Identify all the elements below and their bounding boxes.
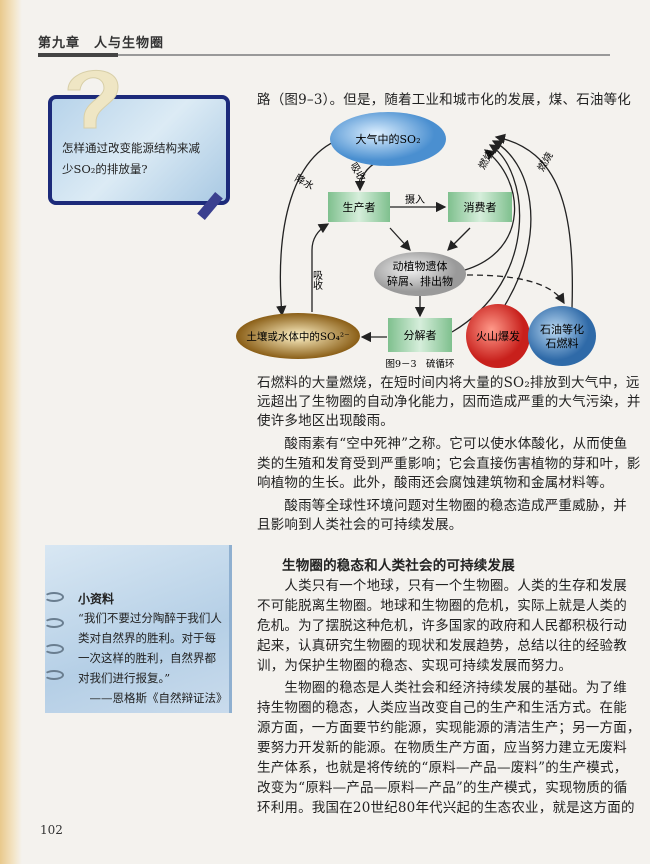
arrow-remains-fossil xyxy=(466,274,565,305)
label-soil: 土壤或水体中的SO₄²⁻ xyxy=(246,330,349,343)
question-text: 怎样通过改变能源结构来减 少SO₂的排放量? xyxy=(62,138,222,180)
body-line: 起来，认真研究生物圈的现状和发展趋势，总结以往的经验教 xyxy=(257,638,627,654)
label-absorb-bottom: 吸收 xyxy=(311,270,323,291)
section-heading: 生物圈的稳态和人类社会的可持续发展 xyxy=(282,558,515,574)
body-line: 改变为“原料—产品—原料—产品”的生产模式，实现物质的循 xyxy=(257,780,628,796)
question-line: 怎样通过改变能源结构来减 xyxy=(62,141,200,155)
note-line: ——恩格斯《自然辩证法》 xyxy=(78,691,228,705)
note-card xyxy=(45,545,232,713)
binder-ring-icon xyxy=(44,592,64,602)
node-producer xyxy=(328,192,390,222)
body-line: 环利用。我国在20世纪80年代兴起的生态农业，就是这方面的 xyxy=(257,800,635,816)
label-atmosphere: 大气中的SO₂ xyxy=(356,132,421,146)
body-line: 类的生殖和发育受到严重影响；它会直接伤害植物的芽和叶，影 xyxy=(257,456,641,472)
label-ingest: 摄入 xyxy=(405,193,425,206)
note-line: 对我们进行报复。” xyxy=(78,671,171,685)
node-volcano xyxy=(466,304,530,368)
arrow-remains-atmosphere xyxy=(464,149,516,271)
page-edge xyxy=(0,0,22,864)
header-rule xyxy=(38,54,610,56)
label-remains: 碎屑、排出物 xyxy=(387,274,453,288)
label-burn: 燃烧 xyxy=(475,148,496,172)
figure-caption: 图9－3 硫循环 xyxy=(385,358,454,370)
note-title: 小资料 xyxy=(78,592,115,606)
arrow-precipitation xyxy=(276,135,351,317)
label-remains: 动植物遗体 xyxy=(393,259,448,273)
body-line: 酸雨等全球性环境问题对生物圈的稳态造成严重威胁，并 xyxy=(257,498,627,514)
body-line: 持生物圈的稳态，人类应当改变自己的生产和生活方式。在能 xyxy=(257,700,627,716)
arrow-volcano-atmosphere xyxy=(491,140,532,306)
binder-ring-icon xyxy=(44,618,64,628)
node-atmosphere xyxy=(330,112,446,166)
node-consumer xyxy=(448,192,512,222)
node-decomposer xyxy=(388,318,452,352)
note-line: 一次这样的胜利，自然界都 xyxy=(78,651,216,665)
body-line: 危机。为了摆脱这种危机，许多国家的政府和人民都积极行动 xyxy=(257,618,627,634)
label-fossil-fuel: 石油等化 xyxy=(540,322,584,336)
body-line: 使许多地区出现酸雨。 xyxy=(257,413,394,429)
arrow-consumer-remains xyxy=(447,227,471,251)
question-box xyxy=(48,95,230,205)
label-volcano: 火山爆发 xyxy=(476,329,520,343)
body-line: 要努力开发新的能源。在物质生产方面，应当努力建立无废料 xyxy=(257,740,627,756)
question-line: 少SO₂的排放量? xyxy=(62,162,148,176)
note-line: “我们不要过分陶醉于我们人 xyxy=(78,611,222,625)
header-rule-accent xyxy=(38,53,118,57)
question-mark-icon xyxy=(67,70,119,129)
sulfur-cycle-diagram: 大气中的SO₂ 生产者 消费者 动植物遗体 碎屑、排出物 分解者 土壤或水体中的… xyxy=(236,112,596,370)
body-line: 生物圈的稳态是人类社会和经济持续发展的基础。为了维 xyxy=(257,680,627,696)
chapter-header: 第九章 人与生物圈 xyxy=(38,36,165,51)
body-line: 训，为保护生物圈的稳态、实现可持续发展而努力。 xyxy=(257,658,573,674)
body-line: 酸雨素有“空中死神”之称。它可以使水体酸化，从而使鱼 xyxy=(257,436,628,452)
arrow-producer-remains xyxy=(389,227,411,251)
body-line: 生产体系，也就是将传统的“原料—产品—废料”的生产模式， xyxy=(257,760,628,776)
label-producer: 生产者 xyxy=(343,200,376,214)
body-line: 源方面，一方面要节约能源，实现能源的清洁生产；另一方面， xyxy=(257,720,641,736)
arrow-absorb-bottom xyxy=(311,223,330,312)
arrow-fossil-atmosphere xyxy=(494,133,573,309)
note-line: 类对自然界的胜利。对于每 xyxy=(78,631,216,645)
binder-ring-icon xyxy=(44,644,64,654)
arrow-decomposer-atmosphere xyxy=(451,144,521,333)
body-line: 响植物的生长。此外，酸雨还会腐蚀建筑物和金属材料等。 xyxy=(257,475,614,491)
body-line: 人类只有一个地球，只有一个生物圈。人类的生存和发展 xyxy=(257,578,627,594)
node-fossil-fuel xyxy=(528,306,596,366)
body-line: 且影响到人类社会的可持续发展。 xyxy=(257,517,463,533)
node-remains xyxy=(374,252,466,296)
label-burn: 燃烧 xyxy=(534,150,555,174)
label-fossil-fuel: 石燃料 xyxy=(546,336,579,350)
body-line: 石燃料的大量燃烧，在短时间内将大量的SO₂排放到大气中，远 xyxy=(257,375,640,391)
binder-ring-icon xyxy=(44,670,64,680)
label-consumer: 消费者 xyxy=(464,200,497,214)
body-line: 不可能脱离生物圈。地球和生物圈的危机，实际上就是人类的 xyxy=(257,598,627,614)
page-number: 102 xyxy=(40,823,63,837)
body-line: 路（图9–3）。但是，随着工业和城市化的发展，煤、石油等化 xyxy=(257,92,631,108)
node-soil xyxy=(236,313,360,359)
label-decomposer: 分解者 xyxy=(404,328,437,342)
label-precipitation: 降水 xyxy=(293,171,317,192)
body-line: 远超出了生物圈的自动净化能力，因而造成严重的大气污染，并 xyxy=(257,394,641,410)
